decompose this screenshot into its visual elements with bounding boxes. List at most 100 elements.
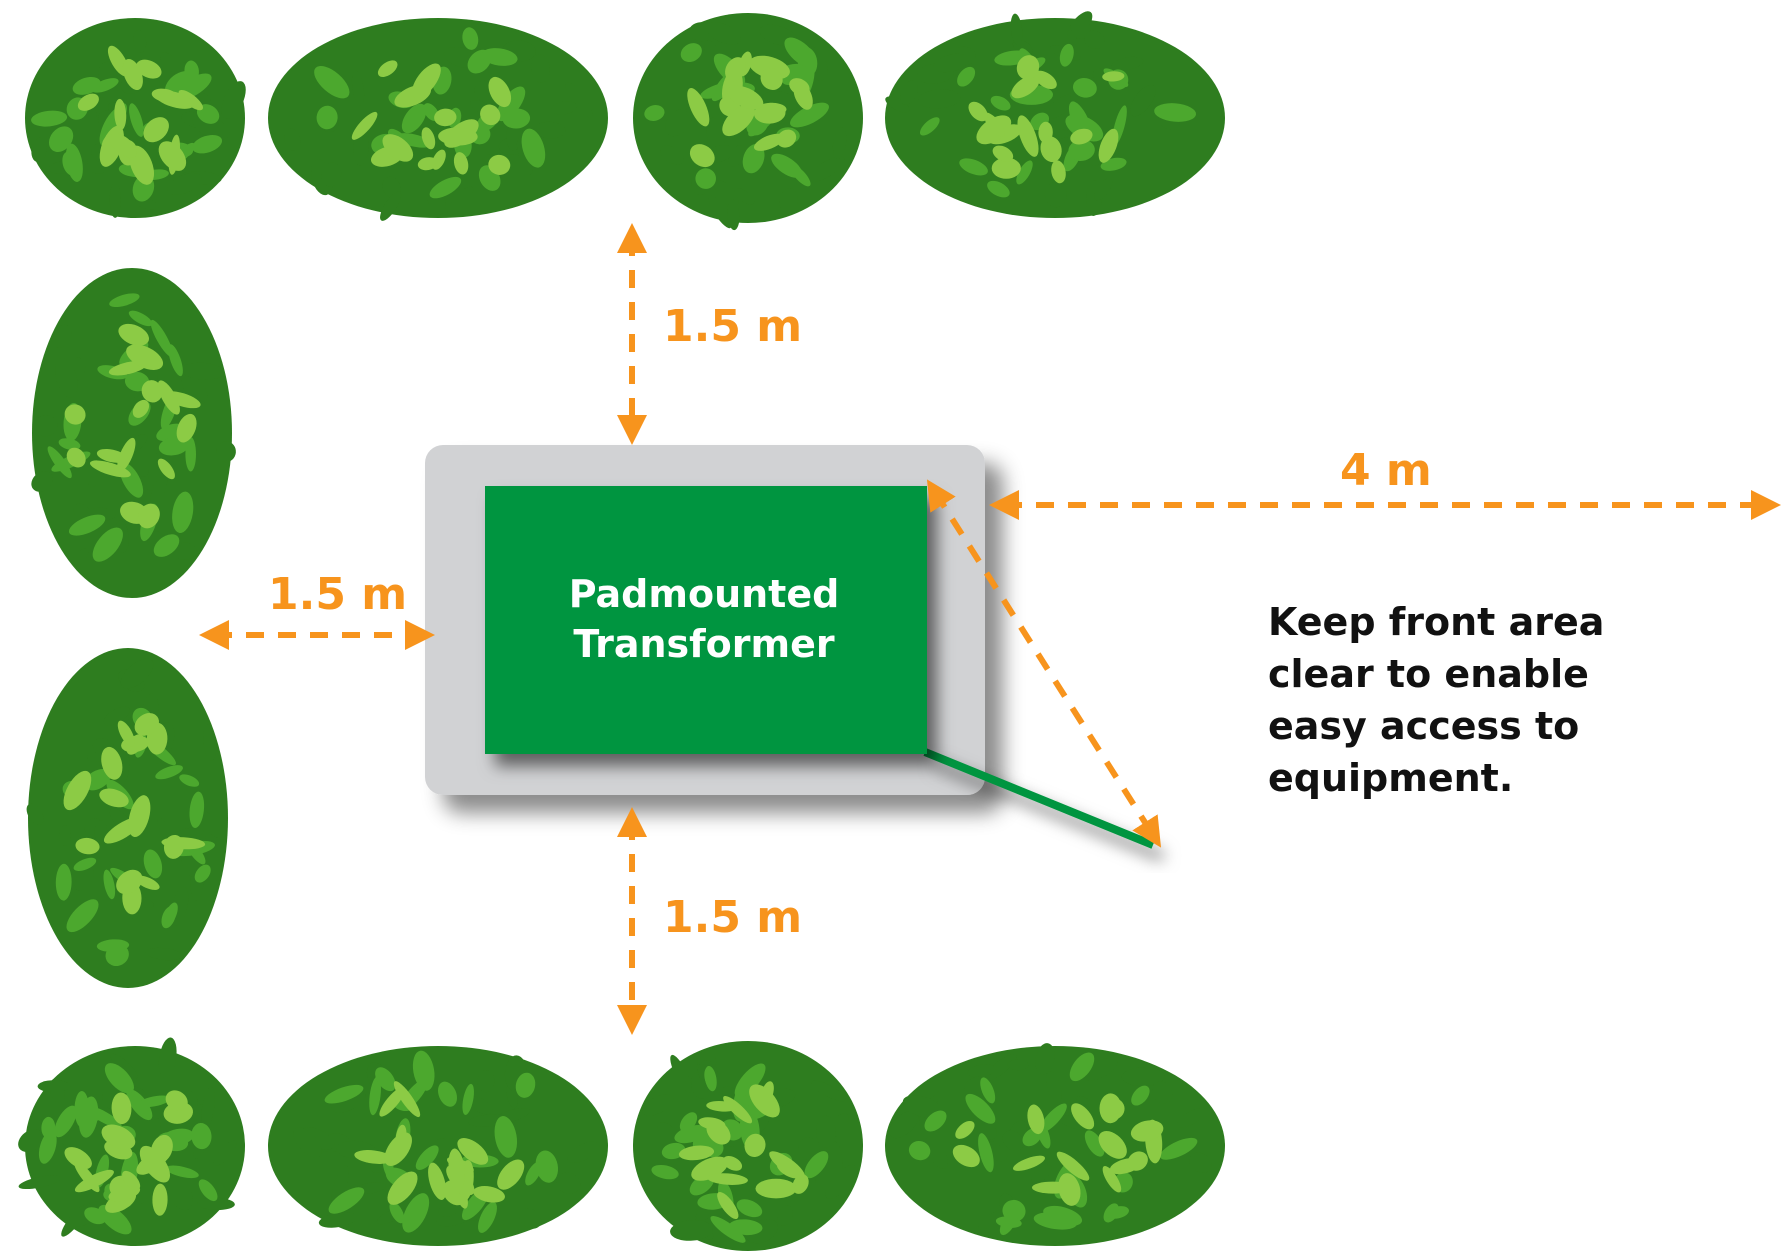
leaf <box>351 70 365 106</box>
leaf <box>150 319 173 357</box>
leaf <box>674 1125 709 1144</box>
leaf <box>173 542 197 560</box>
leaf <box>1002 1130 1024 1152</box>
leaf <box>1075 1095 1105 1117</box>
leaf <box>101 1124 136 1150</box>
leaf <box>534 121 566 139</box>
shrubs-group <box>18 11 1225 1251</box>
leaf <box>736 1199 763 1218</box>
leaf <box>118 323 149 346</box>
dimension-arrows <box>199 223 1781 1035</box>
leaf <box>31 471 54 492</box>
leaf <box>497 1159 525 1190</box>
leaf <box>74 1169 114 1193</box>
leaf <box>132 399 150 418</box>
leaf <box>157 458 175 480</box>
shrub-icon <box>268 18 608 221</box>
leaf <box>565 82 593 118</box>
leaf <box>448 1148 465 1190</box>
leaf <box>920 1073 949 1101</box>
leaf <box>722 104 755 137</box>
leaf <box>314 66 350 99</box>
leaf <box>49 1078 65 1104</box>
leaf <box>108 1185 141 1202</box>
leaf <box>535 1150 559 1183</box>
leaf <box>1035 1043 1055 1075</box>
leaf <box>141 380 163 403</box>
leaf <box>1111 56 1144 71</box>
leaf <box>1046 1071 1062 1105</box>
leaf <box>122 58 143 91</box>
leaf <box>165 1165 199 1179</box>
leaf <box>122 1170 141 1191</box>
leaf <box>293 1127 322 1158</box>
leaf <box>478 1201 497 1233</box>
leaf <box>18 1129 44 1152</box>
leaf <box>1011 75 1040 99</box>
leaf <box>1007 1059 1029 1071</box>
leaf <box>967 1064 996 1078</box>
leaf <box>428 1162 447 1200</box>
leaf <box>644 105 665 121</box>
leaf <box>139 1145 170 1183</box>
leaf <box>145 947 183 961</box>
leaf <box>706 117 726 152</box>
leaf <box>959 158 988 176</box>
leaf <box>734 1063 766 1098</box>
leaf <box>73 857 97 871</box>
leaf <box>1068 139 1095 161</box>
leaf <box>129 103 144 137</box>
leaf <box>706 1101 737 1112</box>
leaf <box>825 1164 858 1199</box>
leaf <box>447 186 474 216</box>
leaf <box>481 48 518 66</box>
leaf <box>1099 1093 1122 1124</box>
leaf <box>58 438 81 451</box>
leaf <box>727 199 740 231</box>
leaf <box>984 1054 1017 1081</box>
leaf <box>412 1050 435 1091</box>
leaf <box>192 114 230 140</box>
leaf <box>61 1204 88 1237</box>
leaf <box>387 1171 418 1205</box>
leaf <box>384 1132 412 1167</box>
leaf <box>48 126 74 153</box>
leaf <box>704 1067 716 1089</box>
shrub-icon <box>885 11 1225 218</box>
leaf <box>77 93 99 111</box>
leaf <box>670 1054 692 1093</box>
leaf <box>159 52 185 76</box>
leaf <box>473 1186 505 1203</box>
leaf <box>221 81 246 119</box>
leaf <box>468 1096 493 1115</box>
leaf <box>55 863 72 901</box>
leaf <box>991 157 1021 179</box>
leaf <box>1084 30 1105 49</box>
leaf <box>742 143 765 174</box>
leaf <box>885 96 910 113</box>
leaf <box>798 1137 820 1161</box>
leaf <box>1056 1151 1090 1181</box>
leaf <box>968 101 988 122</box>
note-line4: equipment. <box>1268 756 1513 800</box>
leaf <box>94 820 108 844</box>
note-line1: Keep front area <box>1268 600 1604 644</box>
note-line2: clear to enable <box>1268 652 1589 696</box>
leaf <box>324 1084 364 1104</box>
leaf <box>72 76 101 95</box>
leaf <box>980 1077 996 1104</box>
leaf <box>179 774 200 787</box>
leaf <box>389 1201 405 1224</box>
leaf <box>92 527 123 562</box>
leaf <box>153 534 180 557</box>
transformer-label-line1: Padmounted <box>569 572 840 616</box>
leaf <box>201 1086 215 1131</box>
leaf <box>779 188 799 215</box>
leaf <box>411 63 441 99</box>
leaf <box>316 105 338 130</box>
leaf <box>952 1144 980 1168</box>
leaf <box>678 1145 715 1161</box>
leaf <box>351 111 378 140</box>
leaf <box>978 1133 994 1173</box>
leaf <box>708 195 732 229</box>
